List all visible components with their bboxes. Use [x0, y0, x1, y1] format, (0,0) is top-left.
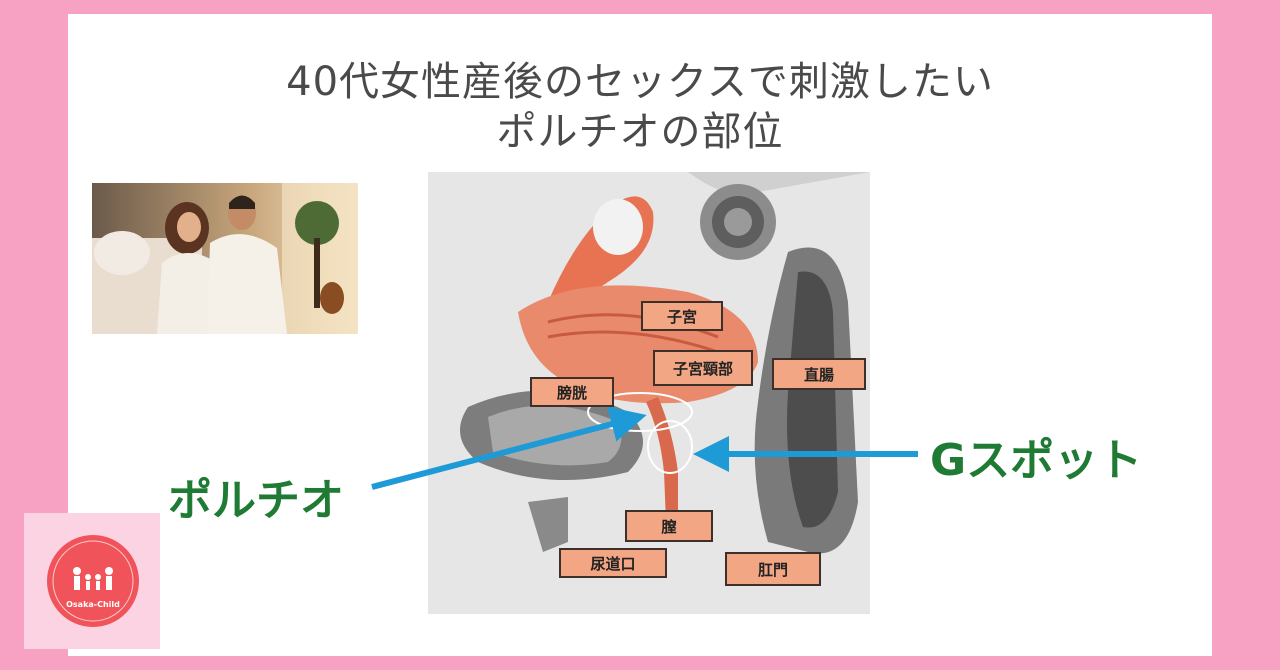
callout-portio: ポルチオ [168, 475, 344, 526]
family-icon [52, 540, 134, 622]
label-vagina: 膣 [625, 510, 713, 542]
callout-gspot: Gスポット [930, 435, 1143, 486]
arrow-portio [371, 406, 647, 490]
couple-photo [92, 183, 358, 334]
page-title-line1: 40代女性産後のセックスで刺激したい [286, 59, 994, 105]
logo-circle: Osaka-Child [47, 535, 139, 627]
logo-name: Osaka-Child [66, 600, 120, 609]
label-rectum: 直腸 [772, 358, 866, 390]
label-urethra: 尿道口 [559, 548, 667, 578]
logo-badge: Osaka-Child [24, 513, 160, 649]
label-anus: 肛門 [725, 552, 821, 586]
label-bladder: 膀胱 [530, 377, 614, 407]
label-uterus: 子宮 [641, 301, 723, 331]
label-cervix: 子宮頸部 [653, 350, 753, 386]
page-title-line2: ポルチオの部位 [496, 109, 784, 155]
